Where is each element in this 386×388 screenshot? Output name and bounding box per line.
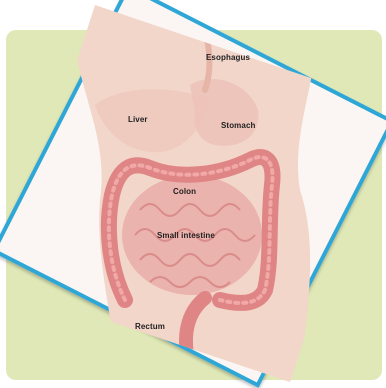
label-rectum: Rectum: [135, 322, 165, 331]
label-liver: Liver: [128, 115, 148, 124]
label-stomach: Stomach: [221, 121, 256, 130]
label-colon: Colon: [173, 187, 196, 196]
label-small-intestine: Small intestine: [157, 231, 215, 240]
label-esophagus: Esophagus: [206, 53, 250, 62]
